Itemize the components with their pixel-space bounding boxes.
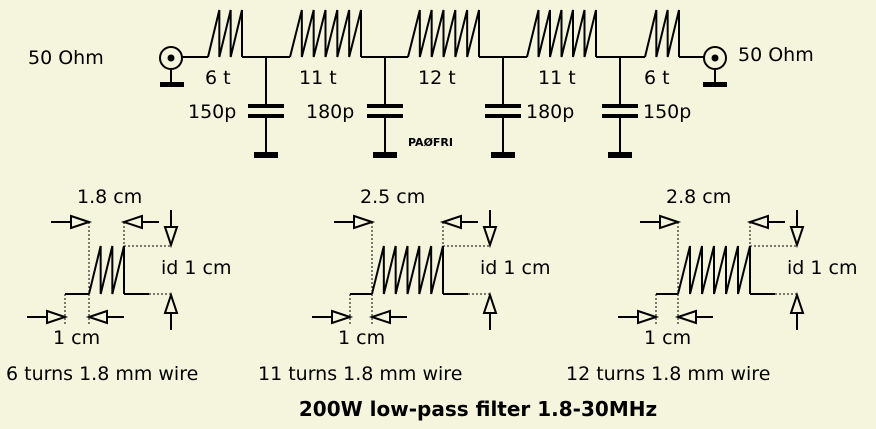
inductor-label: 11 t: [538, 67, 576, 89]
capacitor-symbol: [485, 57, 521, 158]
coil-length-label: 2.5 cm: [360, 186, 425, 208]
coil-caption: 12 turns 1.8 mm wire: [566, 363, 770, 385]
ground-icon: [608, 152, 632, 158]
bnc-connector-in-icon: [159, 46, 184, 87]
bnc-connector-out-icon: [703, 46, 727, 87]
inductor-symbol: [289, 9, 362, 58]
coil-drawing: 2.8 cm id 1 cm 1 cm 12 turns 1.8 mm wire: [566, 186, 857, 385]
inductor-label: 6 t: [205, 67, 231, 89]
coil-lead-label: 1 cm: [53, 327, 100, 349]
inductor-symbol: [526, 9, 597, 58]
capacitor-label: 180p: [526, 101, 574, 123]
coil-diameter-label: id 1 cm: [480, 257, 550, 279]
capacitor-symbol: [248, 57, 284, 158]
capacitor-label: 150p: [643, 101, 691, 123]
coil-lead-label: 1 cm: [644, 327, 691, 349]
inductor-symbol: [207, 9, 243, 58]
port-in-label: 50 Ohm: [28, 47, 104, 69]
capacitor-group: [248, 57, 638, 158]
coil-diameter-label: id 1 cm: [787, 257, 857, 279]
schematic: 50 Ohm 50 Ohm 6 t 11 t 12 t 11 t 6 t 150…: [28, 9, 814, 158]
coil-details: 1.8 cm id 1 cm 1 cm 6 turns 1.8 mm wire 2.5 …: [6, 186, 857, 385]
inductor-symbol: [407, 9, 480, 58]
author-signature: PAØFRI: [408, 136, 453, 149]
coil-diameter-label: id 1 cm: [161, 257, 231, 279]
coil-drawing: 1.8 cm id 1 cm 1 cm 6 turns 1.8 mm wire: [6, 186, 231, 385]
coil-drawing: 2.5 cm id 1 cm 1 cm 11 turns 1.8 mm wire: [258, 186, 550, 385]
inductor-symbol: [644, 9, 680, 58]
coil-length-label: 1.8 cm: [77, 186, 142, 208]
coil-winding: [371, 245, 444, 295]
inductor-label: 6 t: [644, 67, 670, 89]
capacitor-symbol: [367, 57, 403, 158]
coil-winding: [677, 245, 751, 295]
capacitor-label: 180p: [306, 101, 354, 123]
coil-lead-label: 1 cm: [338, 327, 385, 349]
coil-caption: 11 turns 1.8 mm wire: [258, 363, 462, 385]
ground-icon: [491, 152, 515, 158]
coil-caption: 6 turns 1.8 mm wire: [6, 363, 198, 385]
diagram-title: 200W low-pass filter 1.8-30MHz: [299, 397, 657, 421]
inductor-group: [207, 9, 680, 58]
capacitor-symbol: [602, 57, 638, 158]
inductor-label: 12 t: [418, 67, 456, 89]
capacitor-label: 150p: [188, 101, 236, 123]
inductor-label: 11 t: [299, 67, 337, 89]
coil-length-label: 2.8 cm: [666, 186, 731, 208]
ground-icon: [373, 152, 397, 158]
port-out-label: 50 Ohm: [738, 44, 814, 66]
coil-winding: [88, 245, 125, 295]
ground-icon: [254, 152, 278, 158]
